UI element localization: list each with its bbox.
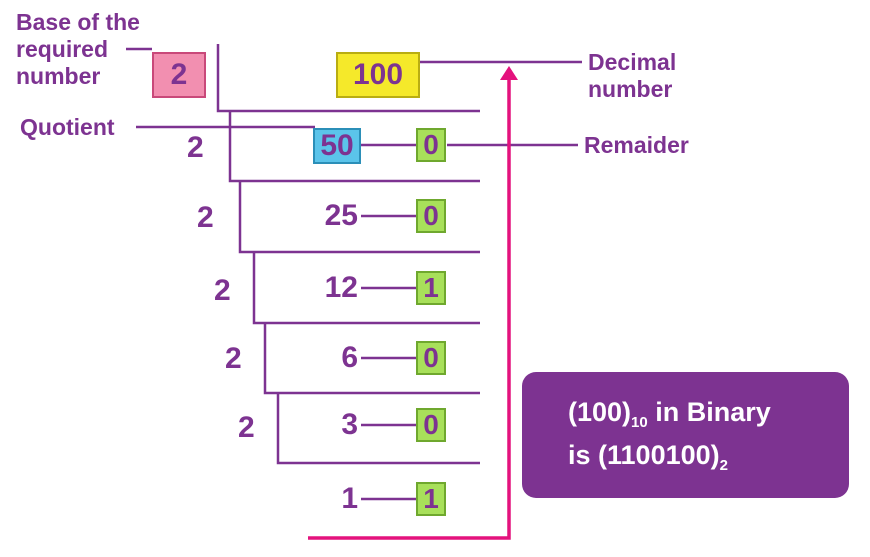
remainder-label: Remaider: [584, 132, 689, 158]
divisor: 2: [238, 411, 255, 444]
divisor: 2: [214, 274, 231, 307]
divisor: 2: [187, 131, 204, 164]
base-label-line3: number: [16, 63, 101, 89]
remainder-box: 0: [416, 341, 446, 375]
read-direction-arrow: [308, 78, 511, 540]
remainder-box: 0: [416, 128, 446, 162]
arrow-head-icon: [500, 66, 518, 80]
quotient-value: 25: [324, 199, 358, 232]
base-label-line2: required: [16, 36, 109, 62]
quotient-label: Quotient: [20, 114, 115, 140]
result-line2: is (1100100)2: [568, 440, 728, 474]
divisor: 2: [225, 342, 242, 375]
quotient-box: 50: [313, 128, 361, 164]
divisor: 2: [197, 201, 214, 234]
decimal-label-line1: Decimal: [588, 49, 677, 75]
division-brackets: [216, 44, 480, 465]
remainder-dashes: [361, 143, 416, 501]
final-remainder-box: 1: [416, 482, 446, 516]
decimal-box: 100: [336, 52, 420, 98]
decimal-label-line2: number: [588, 76, 673, 102]
result-line1: (100)10 in Binary: [568, 397, 771, 431]
base-label-line1: Base of the: [16, 9, 140, 35]
final-quotient-value: 1: [341, 482, 358, 515]
quotient-value: 12: [324, 271, 358, 304]
remainder-box: 0: [416, 199, 446, 233]
quotient-value: 3: [341, 408, 358, 441]
remainder-box: 1: [416, 271, 446, 305]
result-box: (100)10 in Binary is (1100100)2: [522, 372, 849, 498]
remainder-box: 0: [416, 408, 446, 442]
base-box: 2: [152, 52, 206, 98]
quotient-value: 6: [341, 341, 358, 374]
